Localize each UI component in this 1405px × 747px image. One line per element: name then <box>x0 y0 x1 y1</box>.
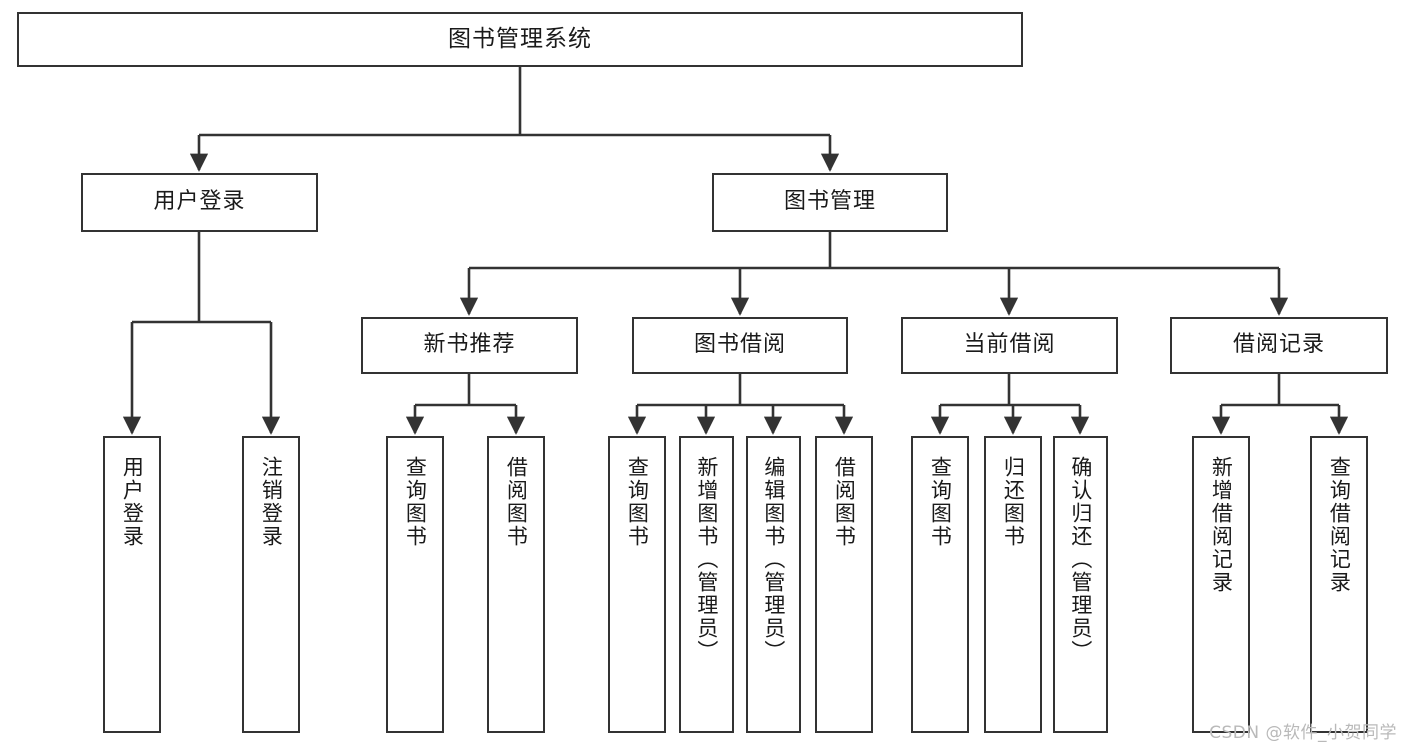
node-leaf-borrow-book-2[interactable]: 借阅图书 <box>815 436 873 733</box>
node-new-book-recommend-label: 新书推荐 <box>423 332 516 358</box>
node-leaf-return-book-label: 归还图书 <box>1001 456 1026 548</box>
node-leaf-confirm-return[interactable]: 确认归还（管理员） <box>1053 436 1108 733</box>
node-leaf-borrow-book-2-label: 借阅图书 <box>832 456 857 548</box>
node-leaf-add-book[interactable]: 新增图书（管理员） <box>679 436 734 733</box>
node-leaf-user-login-label: 用户登录 <box>120 456 145 548</box>
node-book-manage-label: 图书管理 <box>783 189 876 215</box>
node-leaf-query-book-2-label: 查询图书 <box>625 456 650 548</box>
node-leaf-user-login[interactable]: 用户登录 <box>103 436 161 733</box>
node-root[interactable]: 图书管理系统 <box>17 12 1023 67</box>
node-leaf-borrow-book-1[interactable]: 借阅图书 <box>487 436 545 733</box>
node-current-borrow[interactable]: 当前借阅 <box>901 317 1118 374</box>
node-leaf-return-book[interactable]: 归还图书 <box>984 436 1042 733</box>
node-leaf-query-book-3[interactable]: 查询图书 <box>911 436 969 733</box>
node-leaf-borrow-book-1-label: 借阅图书 <box>504 456 529 548</box>
node-leaf-add-record[interactable]: 新增借阅记录 <box>1192 436 1250 733</box>
node-new-book-recommend[interactable]: 新书推荐 <box>361 317 578 374</box>
node-borrow-record-label: 借阅记录 <box>1232 332 1325 358</box>
node-leaf-query-record[interactable]: 查询借阅记录 <box>1310 436 1368 733</box>
node-book-borrow-label: 图书借阅 <box>693 332 786 358</box>
csdn-watermark: CSDN @软件_小贺同学 <box>1209 723 1397 743</box>
node-leaf-logout-label: 注销登录 <box>259 456 284 548</box>
node-leaf-query-record-label: 查询借阅记录 <box>1327 456 1352 594</box>
node-user-login[interactable]: 用户登录 <box>81 173 318 232</box>
node-leaf-edit-book[interactable]: 编辑图书（管理员） <box>746 436 801 733</box>
node-book-borrow[interactable]: 图书借阅 <box>632 317 848 374</box>
node-leaf-edit-book-label: 编辑图书（管理员） <box>761 456 786 663</box>
node-leaf-logout[interactable]: 注销登录 <box>242 436 300 733</box>
node-leaf-confirm-return-label: 确认归还（管理员） <box>1068 456 1093 663</box>
node-user-login-label: 用户登录 <box>153 189 246 215</box>
node-book-manage[interactable]: 图书管理 <box>712 173 948 232</box>
node-current-borrow-label: 当前借阅 <box>963 332 1056 358</box>
node-leaf-query-book-1-label: 查询图书 <box>403 456 428 548</box>
node-leaf-query-book-1[interactable]: 查询图书 <box>386 436 444 733</box>
node-leaf-query-book-3-label: 查询图书 <box>928 456 953 548</box>
node-leaf-query-book-2[interactable]: 查询图书 <box>608 436 666 733</box>
node-root-label: 图书管理系统 <box>448 25 592 52</box>
node-leaf-add-record-label: 新增借阅记录 <box>1209 456 1234 594</box>
node-leaf-add-book-label: 新增图书（管理员） <box>694 456 719 663</box>
node-borrow-record[interactable]: 借阅记录 <box>1170 317 1388 374</box>
